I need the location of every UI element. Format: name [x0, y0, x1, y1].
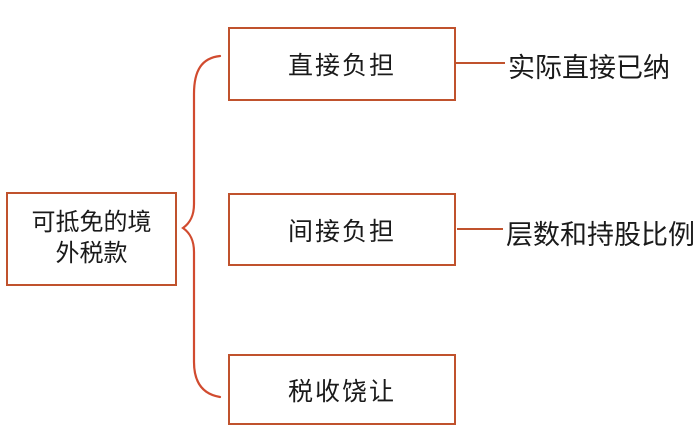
- branch-node-tax-sparing: 税收饶让: [228, 354, 456, 425]
- connector-line-indirect: [457, 228, 503, 230]
- annotation-indirect-burden: 层数和持股比例: [506, 220, 695, 250]
- annotation-direct-burden: 实际直接已纳: [508, 53, 670, 83]
- root-node-label: 可抵免的境 外税款: [31, 210, 152, 267]
- branch-node-direct-burden: 直接负担: [228, 27, 456, 101]
- connector-line-direct: [456, 62, 505, 64]
- root-node: 可抵免的境 外税款: [6, 192, 177, 286]
- branch-node-indirect-burden-label: 间接负担: [287, 218, 396, 246]
- curly-brace-connector: [181, 54, 222, 399]
- branch-node-indirect-burden: 间接负担: [228, 193, 456, 266]
- branch-node-direct-burden-label: 直接负担: [287, 53, 396, 80]
- branch-node-tax-sparing-label: 税收饶让: [287, 378, 396, 406]
